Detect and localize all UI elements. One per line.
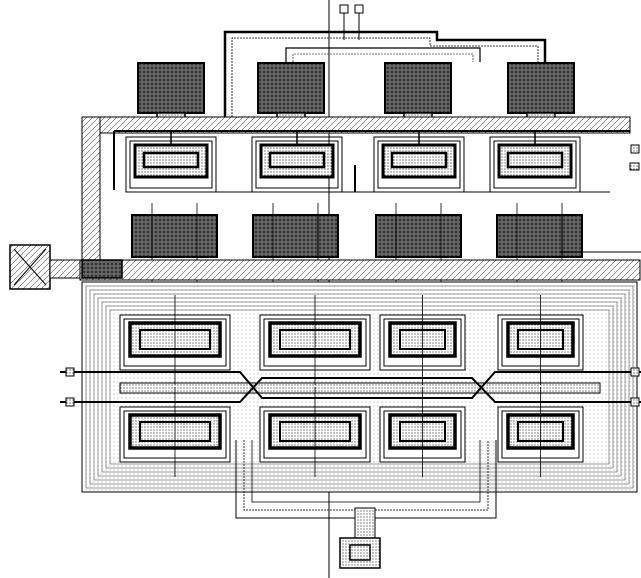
top-pin-1	[339, 4, 349, 14]
upper-transistor-3	[373, 131, 465, 193]
left-pad	[9, 244, 123, 290]
right-pin-3	[630, 397, 640, 407]
upper-transistor-row	[125, 131, 581, 193]
top-capacitor-2	[257, 62, 325, 128]
upper-bus	[81, 116, 631, 268]
lower-transistor-7	[379, 387, 466, 477]
left-pin-1	[65, 367, 75, 377]
cross-routing	[60, 371, 641, 403]
lower-transistor-2	[259, 295, 371, 385]
top-pin-2	[354, 4, 364, 14]
right-pin-2	[630, 367, 640, 377]
mid-capacitor-1	[131, 203, 218, 307]
lower-transistor-6	[259, 387, 371, 477]
mid-capacitor-2	[252, 203, 339, 307]
bottom-pin	[339, 507, 381, 569]
lower-transistor-3	[379, 295, 466, 385]
top-pins	[339, 4, 364, 40]
upper-transistor-4	[489, 131, 581, 193]
upper-transistor-2	[251, 131, 343, 193]
left-pin-2	[65, 397, 75, 407]
mid-capacitor-3	[375, 203, 462, 307]
lower-transistor-5	[119, 387, 231, 477]
lower-transistor-4	[497, 295, 584, 385]
mid-capacitor-4	[496, 203, 583, 307]
lower-transistor-array	[119, 295, 584, 477]
upper-routing	[223, 30, 547, 120]
right-pin-1	[630, 144, 640, 154]
mid-capacitor-row	[131, 203, 583, 307]
upper-transistor-1	[125, 131, 217, 193]
side-pins	[65, 144, 640, 407]
lower-transistor-8	[497, 387, 584, 477]
lower-transistor-1	[119, 295, 231, 385]
